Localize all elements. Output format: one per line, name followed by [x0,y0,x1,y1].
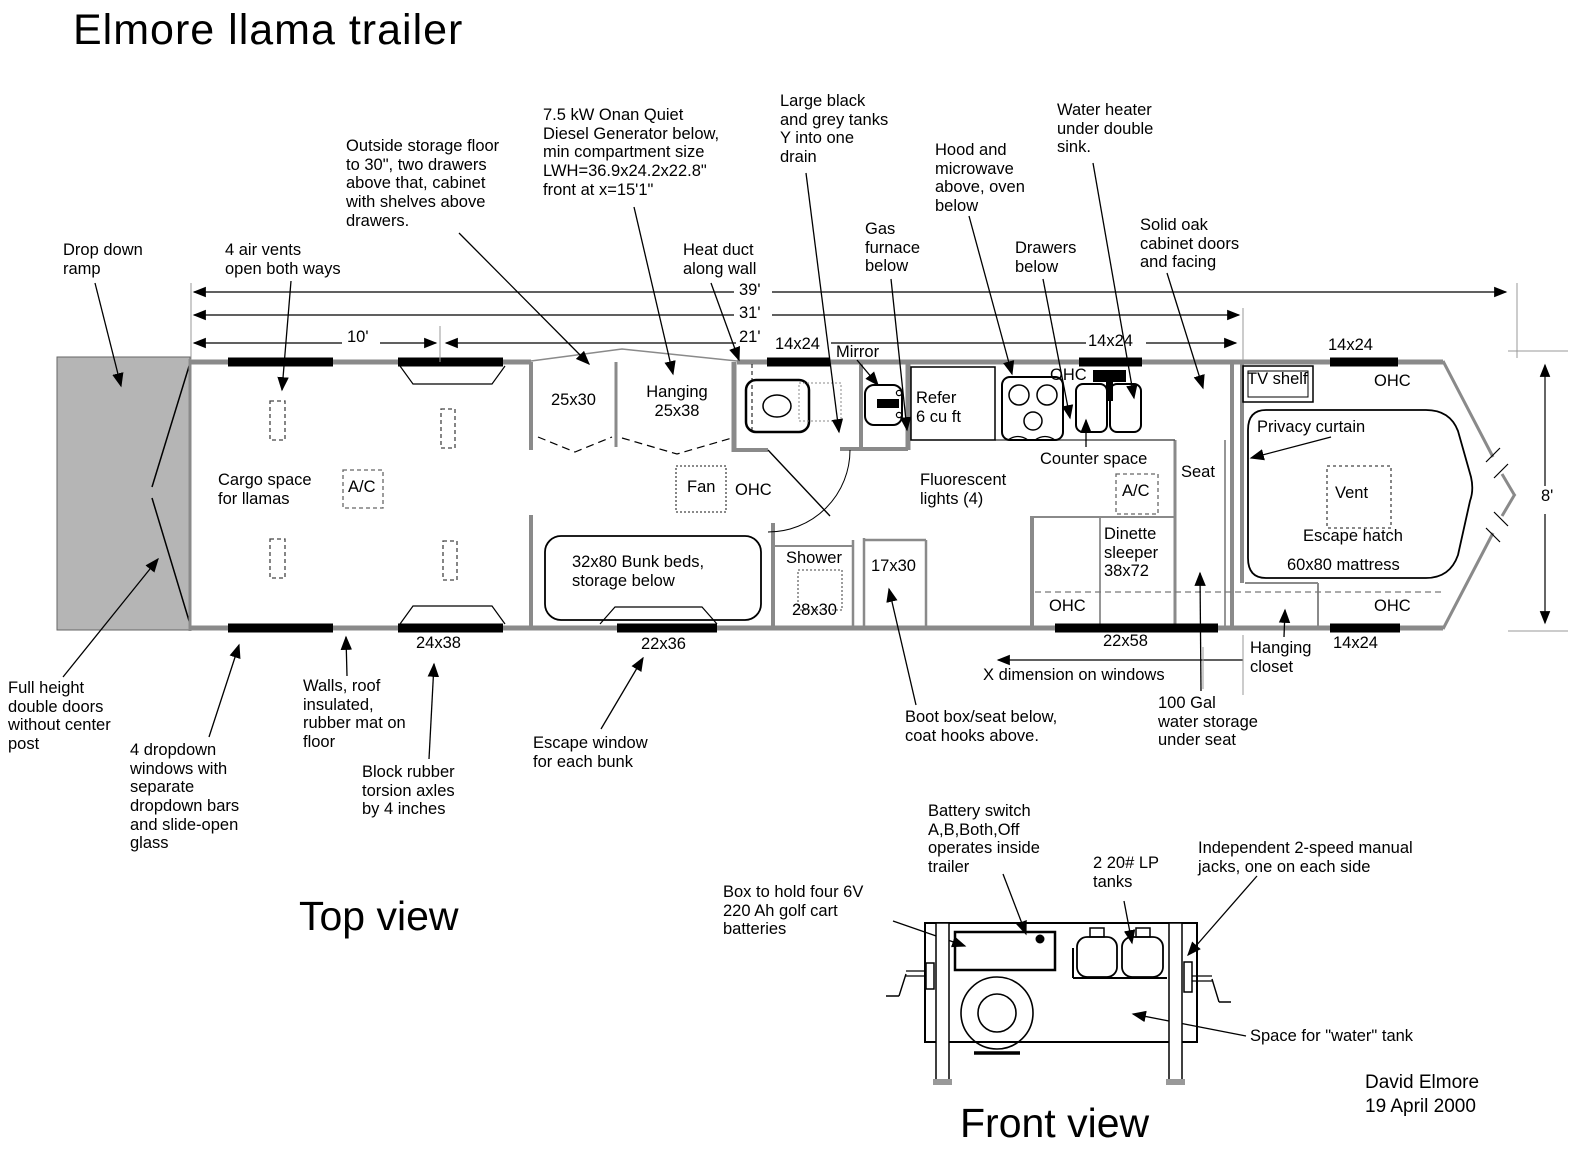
note-escape-window: Escape window for each bunk [533,734,648,771]
author-credit: David Elmore 19 April 2000 [1365,1072,1480,1117]
label-fluorescent: Fluorescent lights (4) [920,471,1007,508]
note-gas-furnace: Gas furnace below [865,220,921,276]
note-heat-duct: Heat duct along wall [683,241,757,278]
label-ac-cargo: A/C [348,478,376,496]
note-jacks: Independent 2-speed manual jacks, one on… [1198,839,1413,876]
dim-10ft: 10' [347,328,369,346]
note-water-tank-space: Space for "water" tank [1250,1027,1414,1045]
label-fan: Fan [687,478,716,496]
fixtures [544,364,1474,621]
label-vent: Vent [1335,484,1369,502]
drop-down-ramp [56,356,191,631]
label-hanging-25x38: Hanging 25x38 [646,383,708,420]
note-dropdown-windows: 4 dropdown windows with separate dropdow… [130,741,240,853]
win-14x24-bedroom-bottom: 14x24 [1333,634,1378,652]
label-ac-dinette: A/C [1122,482,1150,500]
note-water-heater: Water heater under double sink. [1057,101,1154,157]
dim-39ft: 39' [739,281,761,299]
label-refer: Refer 6 cu ft [916,389,961,426]
label-counter-space: Counter space [1040,450,1148,468]
win-14x24-bedroom-top: 14x24 [1328,336,1373,354]
label-shower-28x30: 28x30 [792,601,837,619]
note-tanks: Large black and grey tanks Y into one dr… [780,92,889,166]
note-battery-switch: Battery switch A,B,Both,Off operates ins… [928,802,1040,876]
label-tv-shelf: TV shelf [1247,370,1308,388]
page-title: Elmore llama trailer [73,6,464,54]
label-ohc-bath: OHC [735,481,772,499]
win-22x58: 22x58 [1103,632,1148,650]
label-mattress: 60x80 mattress [1287,556,1400,574]
label-shower: Shower [786,549,842,567]
note-block-rubber: Block rubber torsion axles by 4 inches [362,763,455,819]
top-view-label: Top view [299,893,459,939]
label-dinette: Dinette sleeper 38x72 [1104,525,1159,581]
note-drawers-below: Drawers below [1015,239,1077,276]
window-wells [399,365,718,625]
label-storage-25x30: 25x30 [551,391,596,409]
label-escape-hatch: Escape hatch [1303,527,1403,545]
note-battery-box: Box to hold four 6V 220 Ah golf cart bat… [723,883,864,939]
label-mirror: Mirror [836,343,880,361]
note-full-height-doors: Full height double doors without center … [8,679,111,753]
label-bunk-beds: 32x80 Bunk beds, storage below [572,553,705,590]
note-lp-tanks: 2 20# LP tanks [1093,854,1160,891]
label-ohc-kitchen: OHC [1050,366,1087,384]
note-boot-box: Boot box/seat below, coat hooks above. [905,708,1058,745]
dashed-equipment-boxes [269,400,1392,611]
label-hanging-closet: Hanging closet [1250,639,1312,676]
note-outside-storage: Outside storage floor to 30", two drawer… [346,137,500,230]
note-water-storage: 100 Gal water storage under seat [1158,694,1258,750]
note-x-dimension: X dimension on windows [983,666,1165,684]
label-privacy-curtain: Privacy curtain [1257,418,1366,436]
note-walls-roof: Walls, roof insulated, rubber mat on flo… [303,677,406,751]
leader-arrows [62,162,1332,1037]
top-view-walls [188,348,1517,631]
note-solid-oak: Solid oak cabinet doors and facing [1140,216,1240,272]
note-hood-microwave: Hood and microwave above, oven below [935,141,1025,215]
label-ohc-dinette: OHC [1049,597,1086,615]
front-view-drawing [886,922,1231,1085]
dimension-lines [190,283,1568,695]
dim-31ft: 31' [739,304,761,322]
label-boot-17x30: 17x30 [871,557,916,575]
window-bars [228,357,1400,633]
win-22x36: 22x36 [641,635,686,653]
room-cargo-space: Cargo space for llamas [218,471,312,508]
note-air-vents: 4 air vents open both ways [225,241,341,278]
note-generator: 7.5 kW Onan Quiet Diesel Generator below… [543,106,720,199]
label-ohc-bottom-right: OHC [1374,597,1411,615]
win-14x24-bath: 14x24 [775,335,820,353]
front-view-label: Front view [960,1100,1150,1146]
note-drop-down-ramp: Drop down ramp [63,241,143,278]
label-ohc-top-right: OHC [1374,372,1411,390]
win-14x24-kitchen: 14x24 [1088,332,1133,350]
label-seat: Seat [1181,463,1215,481]
storage-door-chevrons [537,436,733,455]
dim-21ft: 21' [739,328,761,346]
dim-8ft: 8' [1541,487,1554,505]
win-24x38: 24x38 [416,634,461,652]
